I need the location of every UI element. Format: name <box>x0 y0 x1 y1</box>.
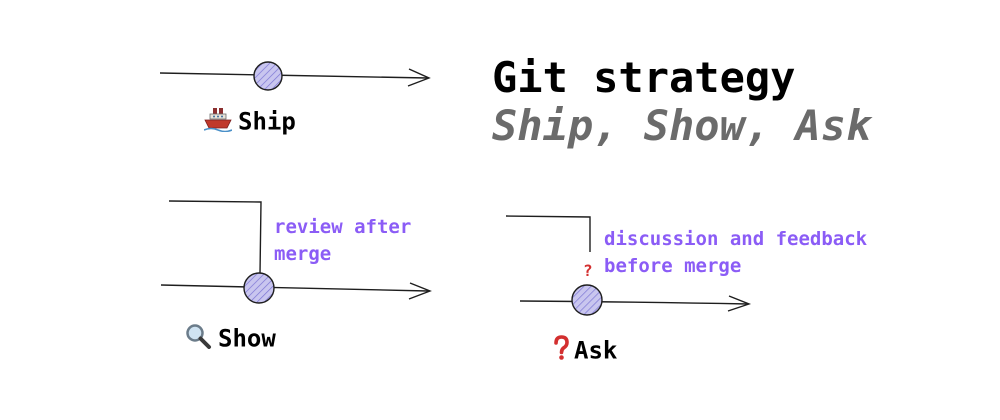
ship-main-line <box>159 72 429 79</box>
ship-branch <box>159 61 431 91</box>
ship-icon <box>203 106 233 139</box>
show-label-text: Show <box>218 324 276 353</box>
show-label: Show <box>184 323 276 356</box>
magnifier-icon <box>184 323 212 356</box>
ask-commit <box>571 284 603 316</box>
show-commit <box>243 272 275 304</box>
ask-branch <box>505 215 752 316</box>
ship-commit <box>253 61 283 91</box>
show-branch <box>160 200 432 304</box>
ask-label-text: Ask <box>574 336 618 365</box>
ask-question-mark: ? <box>583 261 593 280</box>
ask-arrowhead <box>727 295 752 312</box>
show-note: review after merge <box>274 216 412 265</box>
show-feature-line <box>168 200 262 275</box>
ask-feature-line <box>505 215 591 252</box>
ask-main-line <box>519 300 749 305</box>
question-mark-icon <box>552 335 570 368</box>
ship-label-text: Ship <box>238 107 296 136</box>
ask-label: Ask <box>552 335 617 368</box>
ship-arrowhead <box>407 68 431 87</box>
page-title: Git strategy <box>492 53 796 102</box>
show-arrowhead <box>408 282 432 300</box>
ask-note: discussion and feedback before merge <box>604 228 868 277</box>
page-subtitle: Ship, Show, Ask <box>492 101 872 150</box>
show-main-line <box>160 284 429 292</box>
ship-label: Ship <box>203 106 296 139</box>
